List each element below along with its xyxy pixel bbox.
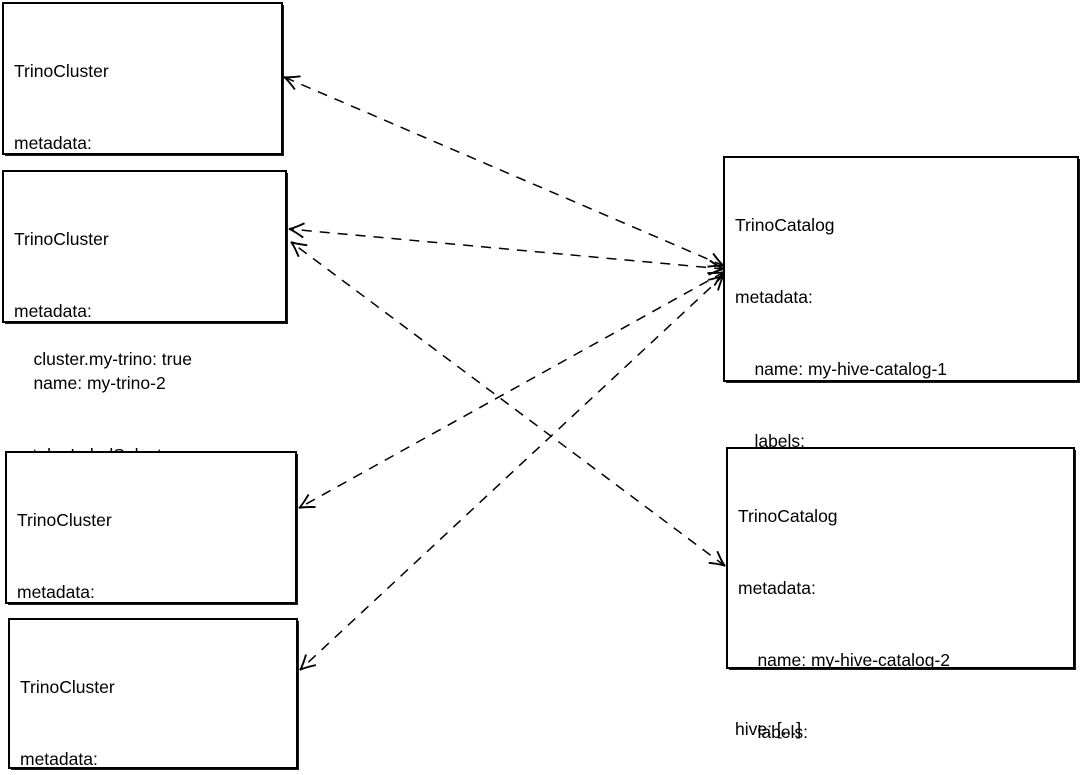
node-trino-catalog-2: TrinoCatalog metadata: name: my-hive-cat… xyxy=(726,447,1075,742)
node-text-line: metadata: xyxy=(14,133,92,153)
node-text-line: TrinoCluster xyxy=(17,510,112,530)
edge-trino-catalog-1--trino-cluster-my-trino-blue xyxy=(298,271,725,509)
node-text-line: metadata: xyxy=(735,287,813,307)
node-text-line: metadata: xyxy=(20,749,98,769)
node-text-line: cluster.my-trino: true xyxy=(14,349,192,369)
node-text-line: metadata: xyxy=(17,582,95,602)
edge-trino-catalog-1--trino-cluster-my-trino xyxy=(283,75,725,268)
node-trino-catalog-1: TrinoCatalog metadata: name: my-hive-cat… xyxy=(723,156,1079,739)
edge-trino-catalog-1--trino-cluster-my-trino-2 xyxy=(288,222,725,276)
node-text-line: hive: [...] xyxy=(735,719,802,739)
node-text-line: metadata: xyxy=(738,578,816,598)
node-text-line: TrinoCluster xyxy=(14,61,109,81)
edge-trino-catalog-1--trino-cluster-my-trino-green xyxy=(299,274,725,671)
node-text-line: TrinoCluster xyxy=(14,229,109,249)
node-text-line: TrinoCatalog xyxy=(735,215,835,235)
node-text-line: metadata: xyxy=(14,301,92,321)
node-trino-cluster-my-trino-2: TrinoCluster metadata: name: my-trino-2 … xyxy=(2,170,287,537)
node-trino-cluster-my-trino-green: TrinoCluster metadata: name: my-trino-gr… xyxy=(8,618,298,769)
node-text-line: name: my-hive-catalog-2 xyxy=(738,650,951,670)
node-text-line: TrinoCluster xyxy=(20,677,115,697)
edge-trino-catalog-2--trino-cluster-my-trino-2 xyxy=(290,241,726,567)
node-text-line: labels: xyxy=(738,722,809,742)
node-text-line: TrinoCatalog xyxy=(738,506,838,526)
node-text-line: name: my-hive-catalog-1 xyxy=(735,359,948,379)
node-trino-cluster-my-trino: TrinoCluster metadata: name: my-trino ca… xyxy=(2,2,283,369)
node-trino-cluster-my-trino-blue: TrinoCluster metadata: name: my-trino-bl… xyxy=(5,451,297,746)
node-text-line: name: my-trino-2 xyxy=(14,373,166,393)
node-text-line: labels: xyxy=(735,431,806,451)
